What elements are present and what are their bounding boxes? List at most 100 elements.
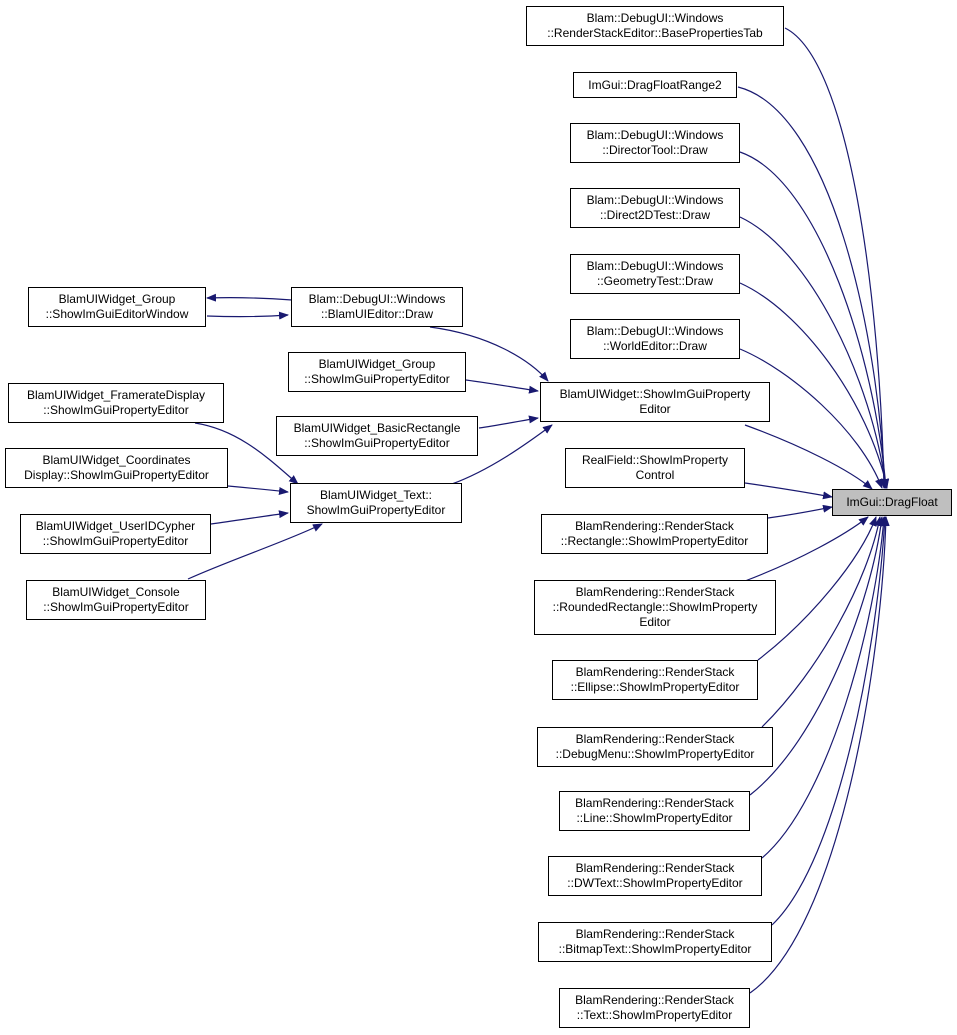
node-label-line: ::WorldEditor::Draw [603,339,707,353]
node-label-line: ::Ellipse::ShowImPropertyEditor [570,680,740,694]
edge-world-editor-to-drag-float [739,348,883,489]
node-label-line: ::BitmapText::ShowImPropertyEditor [558,942,752,956]
edge-group-editor-window-to-blam-ui-editor [206,311,289,320]
node-framerate-display[interactable]: BlamUIWidget_FramerateDisplay ::ShowImGu… [8,383,224,423]
edge-rs-text-to-drag-float [749,516,890,994]
node-base-properties-tab[interactable]: Blam::DebugUI::Windows ::RenderStackEdit… [526,6,784,46]
edge-rs-rectangle-to-drag-float [767,504,833,519]
edge-rs-rounded-rectangle-to-drag-float [744,516,869,582]
node-userid-cypher[interactable]: BlamUIWidget_UserIDCypher ::ShowImGuiPro… [20,514,211,554]
edge-blam-ui-editor-to-widget-prop-editor [429,326,549,382]
node-label-line: ::ShowImGuiEditorWindow [45,307,189,321]
node-label-line: Blam::DebugUI::Windows [586,324,724,338]
node-label-line: BlamUIWidget::ShowImGuiProperty [559,387,751,401]
node-label-line: ::Direct2DTest::Draw [599,208,711,222]
node-label-line: BlamRendering::RenderStack [575,927,735,941]
edge-framerate-display-to-text-widget [194,422,299,485]
node-label-line: BlamUIWidget_Group [318,357,436,371]
edge-director-tool-to-drag-float [739,151,890,489]
node-label-line: BlamRendering::RenderStack [575,993,734,1007]
node-label-line: Display::ShowImGuiPropertyEditor [24,468,209,482]
edge-group-prop-editor-to-widget-prop-editor [465,379,539,394]
node-rs-ellipse[interactable]: BlamRendering::RenderStack ::Ellipse::Sh… [552,660,758,700]
edge-rs-debug-menu-to-drag-float [761,516,883,728]
node-label-line: ::ShowImGuiPropertyEditor [43,600,189,614]
node-rs-line[interactable]: BlamRendering::RenderStack ::Line::ShowI… [559,791,750,831]
node-label-line: Blam::DebugUI::Windows [586,259,724,273]
node-label-line: BlamRendering::RenderStack [575,796,734,810]
node-rs-rectangle[interactable]: BlamRendering::RenderStack ::Rectangle::… [541,514,768,554]
node-label-line: BlamUIWidget_UserIDCypher [35,519,196,533]
node-label-line: ImGui::DragFloatRange2 [588,77,722,92]
node-label-line: BlamUIWidget_Coordinates [42,453,191,467]
node-label-line: BlamUIWidget_Console [52,585,180,599]
edge-console-widget-to-text-widget [187,523,323,580]
node-geometry-test-draw[interactable]: Blam::DebugUI::Windows ::GeometryTest::D… [570,254,740,294]
node-console-widget[interactable]: BlamUIWidget_Console ::ShowImGuiProperty… [26,580,206,620]
node-label-line: Editor [639,402,671,416]
node-label-line: ShowImGuiPropertyEditor [306,503,446,517]
node-rs-debug-menu[interactable]: BlamRendering::RenderStack ::DebugMenu::… [537,727,773,767]
node-label-line: BlamUIWidget_BasicRectangle [293,421,461,435]
node-label-line: Blam::DebugUI::Windows [586,11,724,25]
node-coordinates-display[interactable]: BlamUIWidget_Coordinates Display::ShowIm… [5,448,228,488]
node-label-line: BlamRendering::RenderStack [575,861,735,875]
node-label-line: BlamRendering::RenderStack [575,585,735,599]
node-group-property-editor[interactable]: BlamUIWidget_Group ::ShowImGuiPropertyEd… [288,352,466,392]
node-label-line: BlamUIWidget_Group [58,292,176,306]
edge-rs-line-to-drag-float [749,516,885,796]
node-label-line: BlamRendering::RenderStack [575,665,735,679]
edge-direct2d-test-to-drag-float [739,216,889,489]
node-label-line: ::Text::ShowImPropertyEditor [576,1008,733,1022]
edge-text-widget-to-widget-prop-editor [451,424,553,485]
node-direct2d-test-draw[interactable]: Blam::DebugUI::Windows ::Direct2DTest::D… [570,188,740,228]
node-label-line: ::ShowImGuiPropertyEditor [42,534,189,548]
node-basic-rectangle[interactable]: BlamUIWidget_BasicRectangle ::ShowImGuiP… [276,416,478,456]
node-label-line: Blam::DebugUI::Windows [586,128,724,142]
node-rs-bitmap-text[interactable]: BlamRendering::RenderStack ::BitmapText:… [538,922,772,962]
node-label-line: RealField::ShowImProperty [581,453,729,467]
node-label-line: Blam::DebugUI::Windows [586,193,724,207]
node-widget-property-editor[interactable]: BlamUIWidget::ShowImGuiProperty Editor [540,382,770,422]
edge-base-props-tab-to-drag-float [784,27,888,489]
node-blam-ui-editor-draw[interactable]: Blam::DebugUI::Windows ::BlamUIEditor::D… [291,287,463,327]
edge-rs-bitmap-text-to-drag-float [771,516,889,926]
node-label-line: BlamRendering::RenderStack [575,732,735,746]
node-label-line: ::Rectangle::ShowImPropertyEditor [560,534,749,548]
node-rs-text[interactable]: BlamRendering::RenderStack ::Text::ShowI… [559,988,750,1028]
node-label-line: ::RenderStackEditor::BasePropertiesTab [547,26,763,40]
node-world-editor-draw[interactable]: Blam::DebugUI::Windows ::WorldEditor::Dr… [570,319,740,359]
node-label-line: ::ShowImGuiPropertyEditor [304,372,450,386]
node-drag-float-range2[interactable]: ImGui::DragFloatRange2 [573,72,737,98]
edge-geometry-test-to-drag-float [739,282,890,489]
edge-blam-ui-editor-to-group-editor-window [206,293,293,302]
edge-rs-ellipse-to-drag-float [757,516,877,661]
node-label-line: Blam::DebugUI::Windows [308,292,446,306]
edge-coordinates-display-to-text-widget [227,485,289,495]
node-label-line: ImGui::DragFloat [846,495,938,509]
node-drag-float: ImGui::DragFloat [832,489,952,516]
edge-basic-rectangle-to-widget-prop-editor [478,415,539,429]
node-label-line: ::RoundedRectangle::ShowImProperty [552,600,758,614]
node-realfield-control[interactable]: RealField::ShowImProperty Control [565,448,745,488]
node-label-line: Editor [639,615,671,629]
node-director-tool-draw[interactable]: Blam::DebugUI::Windows ::DirectorTool::D… [570,123,740,163]
node-label-line: ::BlamUIEditor::Draw [320,307,434,321]
node-rs-dwtext[interactable]: BlamRendering::RenderStack ::DWText::Sho… [548,856,762,896]
edge-widget-prop-editor-to-drag-float [744,424,873,490]
node-text-widget[interactable]: BlamUIWidget_Text:: ShowImGuiPropertyEdi… [290,483,462,523]
node-label-line: ::ShowImGuiPropertyEditor [43,403,189,417]
edge-rs-dwtext-to-drag-float [761,516,888,859]
node-label-line: Control [635,468,675,482]
node-rs-rounded-rectangle[interactable]: BlamRendering::RenderStack ::RoundedRect… [534,580,776,635]
node-label-line: ::DebugMenu::ShowImPropertyEditor [555,747,755,761]
edge-drag-float-range2-to-drag-float [737,86,889,489]
node-label-line: ::DWText::ShowImPropertyEditor [567,876,743,890]
node-label-line: BlamUIWidget_Text:: [319,488,433,502]
node-label-line: ::GeometryTest::Draw [596,274,714,288]
edge-userid-cypher-to-text-widget [210,510,289,525]
node-label-line: BlamUIWidget_FramerateDisplay [26,388,206,402]
node-group-editor-window[interactable]: BlamUIWidget_Group ::ShowImGuiEditorWind… [28,287,206,327]
